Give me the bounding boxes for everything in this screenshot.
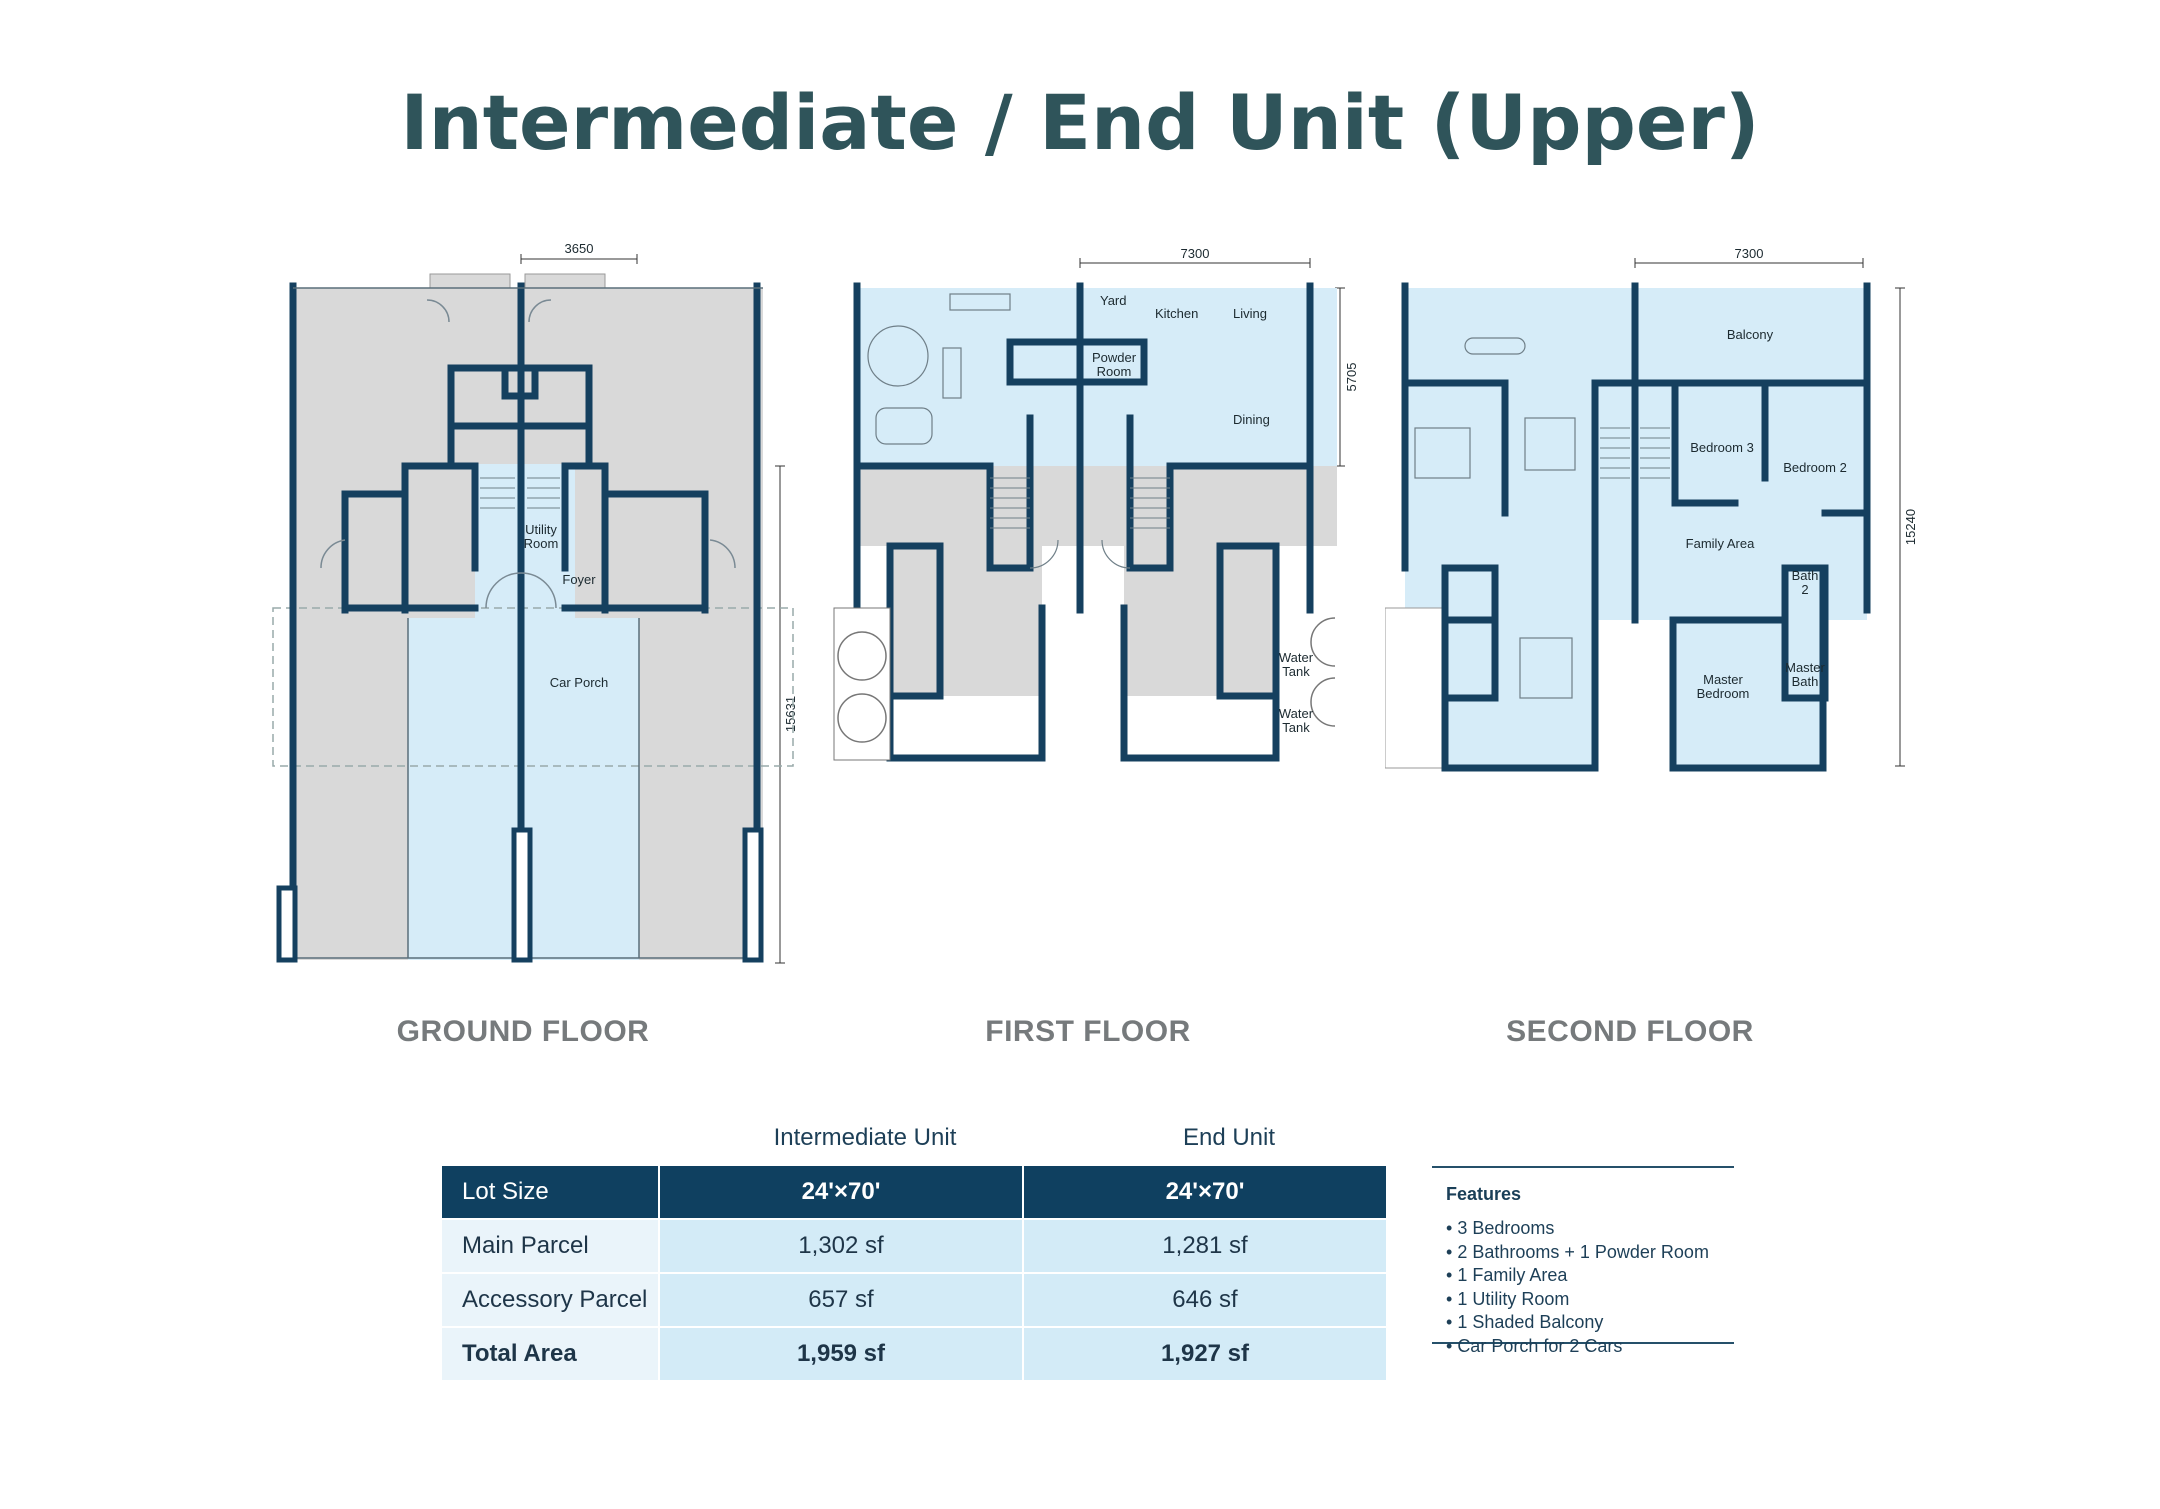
room-master-bath-label-2: Bath [1792,674,1819,689]
column-header-intermediate: Intermediate Unit [773,1124,957,1151]
room-living-label: Living [1233,306,1267,321]
ground-floor-plan: 3650 15631 [265,238,805,968]
room-bath2-label-1: Bath [1792,568,1819,583]
room-master-bedroom-label-2: Bedroom [1697,686,1750,701]
room-dining-label: Dining [1233,412,1270,427]
table-row: Total Area 1,959 sf 1,927 sf [442,1327,1388,1382]
ground-top-dimension: 3650 [565,241,594,256]
table-row: Accessory Parcel 657 sf 646 sf [442,1273,1388,1328]
room-family-area-label: Family Area [1686,536,1755,551]
table-row: Lot Size 24'×70' 24'×70' [442,1166,1388,1220]
room-car-porch-label: Car Porch [550,675,609,690]
features-list: 3 Bedrooms 2 Bathrooms + 1 Powder Room 1… [1446,1217,1734,1358]
room-master-bath-label-1: Master [1785,660,1825,675]
intermediate-value: 24'×70' [659,1166,1024,1220]
end-value: 646 sf [1023,1273,1388,1328]
first-top-dimension: 7300 [1181,246,1210,261]
end-value: 1,281 sf [1023,1219,1388,1274]
list-item: 1 Family Area [1446,1264,1734,1288]
features-box: Features 3 Bedrooms 2 Bathrooms + 1 Powd… [1432,1166,1734,1356]
list-item: 2 Bathrooms + 1 Powder Room [1446,1241,1734,1265]
room-water-tank-2-label-2: Tank [1282,720,1310,735]
room-powder-label-2: Room [1097,364,1132,379]
intermediate-value: 1,959 sf [659,1327,1024,1382]
second-top-dimension: 7300 [1735,246,1764,261]
room-yard-label: Yard [1100,293,1127,308]
end-value: 24'×70' [1023,1166,1388,1220]
room-bedroom2-label: Bedroom 2 [1783,460,1847,475]
second-side-dimension: 15240 [1903,509,1918,545]
room-foyer-label: Foyer [562,572,596,587]
room-kitchen-label: Kitchen [1155,306,1198,321]
room-balcony-label: Balcony [1727,327,1774,342]
features-heading: Features [1446,1184,1522,1204]
list-item: 1 Utility Room [1446,1288,1734,1312]
room-water-tank-1-label-2: Tank [1282,664,1310,679]
second-floor-label: SECOND FLOOR [1506,1015,1754,1048]
area-table: Lot Size 24'×70' 24'×70' Main Parcel 1,3… [442,1166,1388,1382]
room-utility-label-2: Room [524,536,559,551]
room-powder-label-1: Powder [1092,350,1137,365]
room-water-tank-1-label-1: Water [1279,650,1314,665]
row-label: Accessory Parcel [442,1273,660,1328]
column-header-end: End Unit [1182,1124,1276,1151]
intermediate-value: 1,302 sf [659,1219,1024,1274]
room-bedroom3-label: Bedroom 3 [1690,440,1754,455]
list-item: 1 Shaded Balcony [1446,1311,1734,1335]
list-item: 3 Bedrooms [1446,1217,1734,1241]
room-bath2-label-2: 2 [1801,582,1808,597]
row-label: Main Parcel [442,1219,660,1274]
table-row: Main Parcel 1,302 sf 1,281 sf [442,1219,1388,1274]
end-value: 1,927 sf [1023,1327,1388,1382]
second-floor-plan: 7300 15240 [1385,238,1925,778]
ground-side-dimension: 15631 [783,696,798,732]
first-floor-label: FIRST FLOOR [985,1015,1191,1048]
first-floor-plan: 7300 5705 [830,238,1370,778]
room-utility-label-1: Utility [525,522,557,537]
first-side-dimension: 5705 [1344,363,1359,392]
row-label: Total Area [442,1327,660,1382]
intermediate-value: 657 sf [659,1273,1024,1328]
row-label: Lot Size [442,1166,660,1220]
page-title: Intermediate / End Unit (Upper) [400,78,1760,167]
ground-floor-label: GROUND FLOOR [396,1015,650,1048]
room-master-bedroom-label-1: Master [1703,672,1743,687]
list-item: Car Porch for 2 Cars [1446,1335,1734,1359]
room-water-tank-2-label-1: Water [1279,706,1314,721]
